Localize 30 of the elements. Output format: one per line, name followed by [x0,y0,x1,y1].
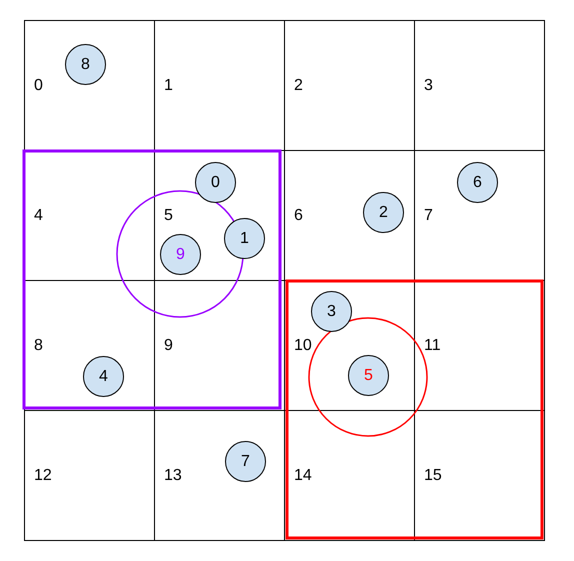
cell-number: 15 [424,466,442,484]
cell-number: 14 [294,466,312,484]
grid-cell [24,20,155,151]
numbered-point: 1 [224,218,265,259]
numbered-point: 4 [83,356,124,397]
cell-number: 3 [424,76,433,94]
cell-number: 12 [34,466,52,484]
numbered-point: 3 [311,291,352,332]
grid-cell [24,410,155,541]
numbered-point: 5 [348,355,389,396]
grid-cell [414,410,545,541]
numbered-point: 6 [457,162,498,203]
numbered-point: 0 [195,162,236,203]
cell-number: 11 [424,336,441,354]
numbered-point: 7 [225,441,266,482]
numbered-point: 2 [363,192,404,233]
cell-number: 5 [164,206,173,224]
grid-cell [414,20,545,151]
numbered-point: 8 [65,44,106,85]
cell-number: 13 [164,466,182,484]
cell-number: 2 [294,76,303,94]
cell-number: 6 [294,206,303,224]
cell-number: 9 [164,336,173,354]
cell-number: 4 [34,206,43,224]
cell-number: 1 [164,76,173,94]
cell-number: 8 [34,336,43,354]
cell-number: 0 [34,76,43,94]
cell-number: 7 [424,206,433,224]
numbered-point: 9 [160,234,201,275]
cell-number: 10 [294,336,312,354]
